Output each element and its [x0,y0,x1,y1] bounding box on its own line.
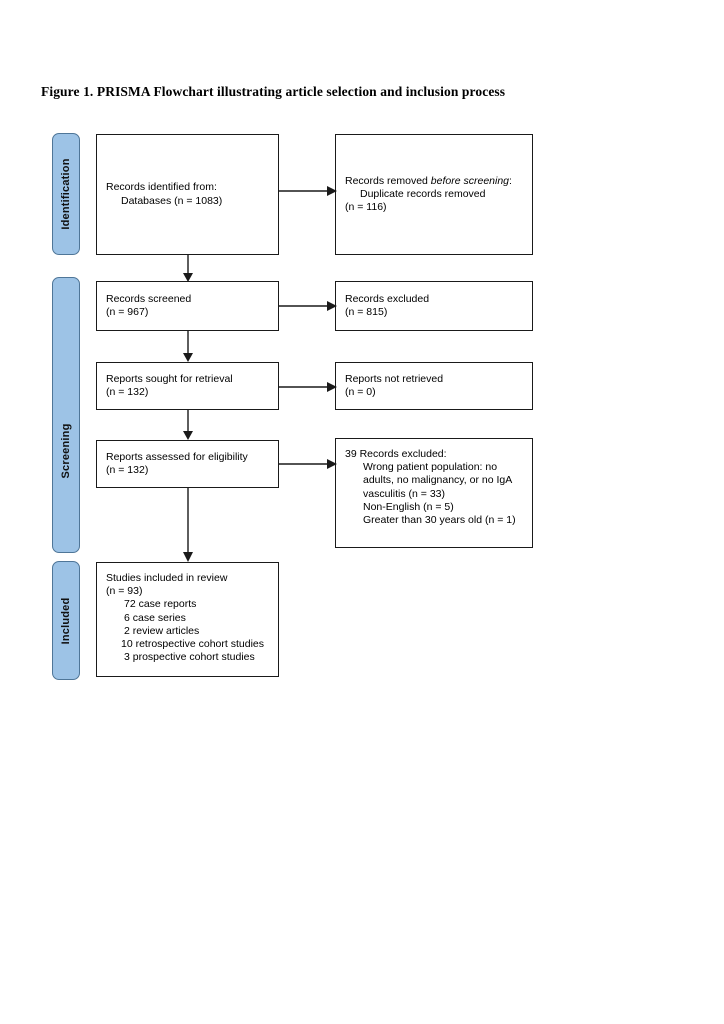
box-records-removed: Records removed before screening: Duplic… [335,134,533,255]
box-reports-not-retrieved: Reports not retrieved (n = 0) [335,362,533,410]
stage-bar-screening: Screening [52,277,80,553]
box-line: (n = 132) [106,386,149,398]
box-records-identified: Records identified from: Databases (n = … [96,134,279,255]
box-line: (n = 116) [345,201,387,214]
box-line: 6 case series [124,611,186,624]
connector-screened-to-excluded [279,301,337,311]
box-line-text: Records removed [345,174,431,187]
box-line: Reports sought for retrieval [106,372,233,385]
connector-identified-to-screened [183,255,193,282]
stage-bar-included: Included [52,561,80,680]
box-line: Records excluded [345,292,430,305]
stage-bar-identification: Identification [52,133,80,255]
box-reports-assessed: Reports assessed for eligibility (n = 13… [96,440,279,488]
box-line: Records screened [106,292,192,305]
connector-identified-to-removed [279,186,337,196]
box-line: 10 retrospective cohort studies [121,638,264,651]
connector-sought-to-not-retrieved [279,382,337,392]
box-line: (n = 967) [106,306,149,318]
box-line: (n = 132) [106,464,149,476]
box-line: Non-English (n = 5) [363,500,454,513]
box-records-excluded: Records excluded (n = 815) [335,281,533,331]
box-line: Reports not retrieved [345,372,444,385]
box-studies-included: Studies included in review (n = 93) 72 c… [96,562,279,677]
box-line: Wrong patient population: no adults, no … [363,461,512,500]
box-records-excluded-detailed: 39 Records excluded: Wrong patient popul… [335,438,533,548]
box-line: 3 prospective cohort studies [124,651,255,664]
box-line: (n = 815) [345,306,388,318]
box-line: Greater than 30 years old (n = 1) [363,514,516,527]
box-records-screened: Records screened (n = 967) [96,281,279,331]
connector-screened-to-sought [183,331,193,362]
box-line: Records identified from: [106,181,217,194]
connector-assessed-to-excluded-detailed [279,459,337,469]
box-line-text: : [509,174,512,187]
connector-sought-to-assessed [183,410,193,440]
box-line: (n = 0) [345,386,376,398]
stage-label-screening: Screening [60,423,72,479]
box-line: 2 review articles [124,624,200,637]
page-title: Figure 1. PRISMA Flowchart illustrating … [41,84,506,99]
box-line: (n = 93) [106,585,143,598]
box-line-emphasis: before screening [430,174,510,187]
box-line: Databases (n = 1083) [121,194,223,207]
box-line: Records removed before screening: [345,175,523,188]
box-line: Reports assessed for eligibility [106,450,248,463]
stage-label-included: Included [60,597,72,644]
box-line: 39 Records excluded: [345,448,447,460]
box-line: Studies included in review [106,572,228,584]
box-line: Duplicate records removed [360,187,486,200]
stage-label-identification: Identification [60,158,72,230]
connector-assessed-to-included [183,488,193,562]
box-line: 72 case reports [124,598,197,611]
box-reports-sought: Reports sought for retrieval (n = 132) [96,362,279,410]
